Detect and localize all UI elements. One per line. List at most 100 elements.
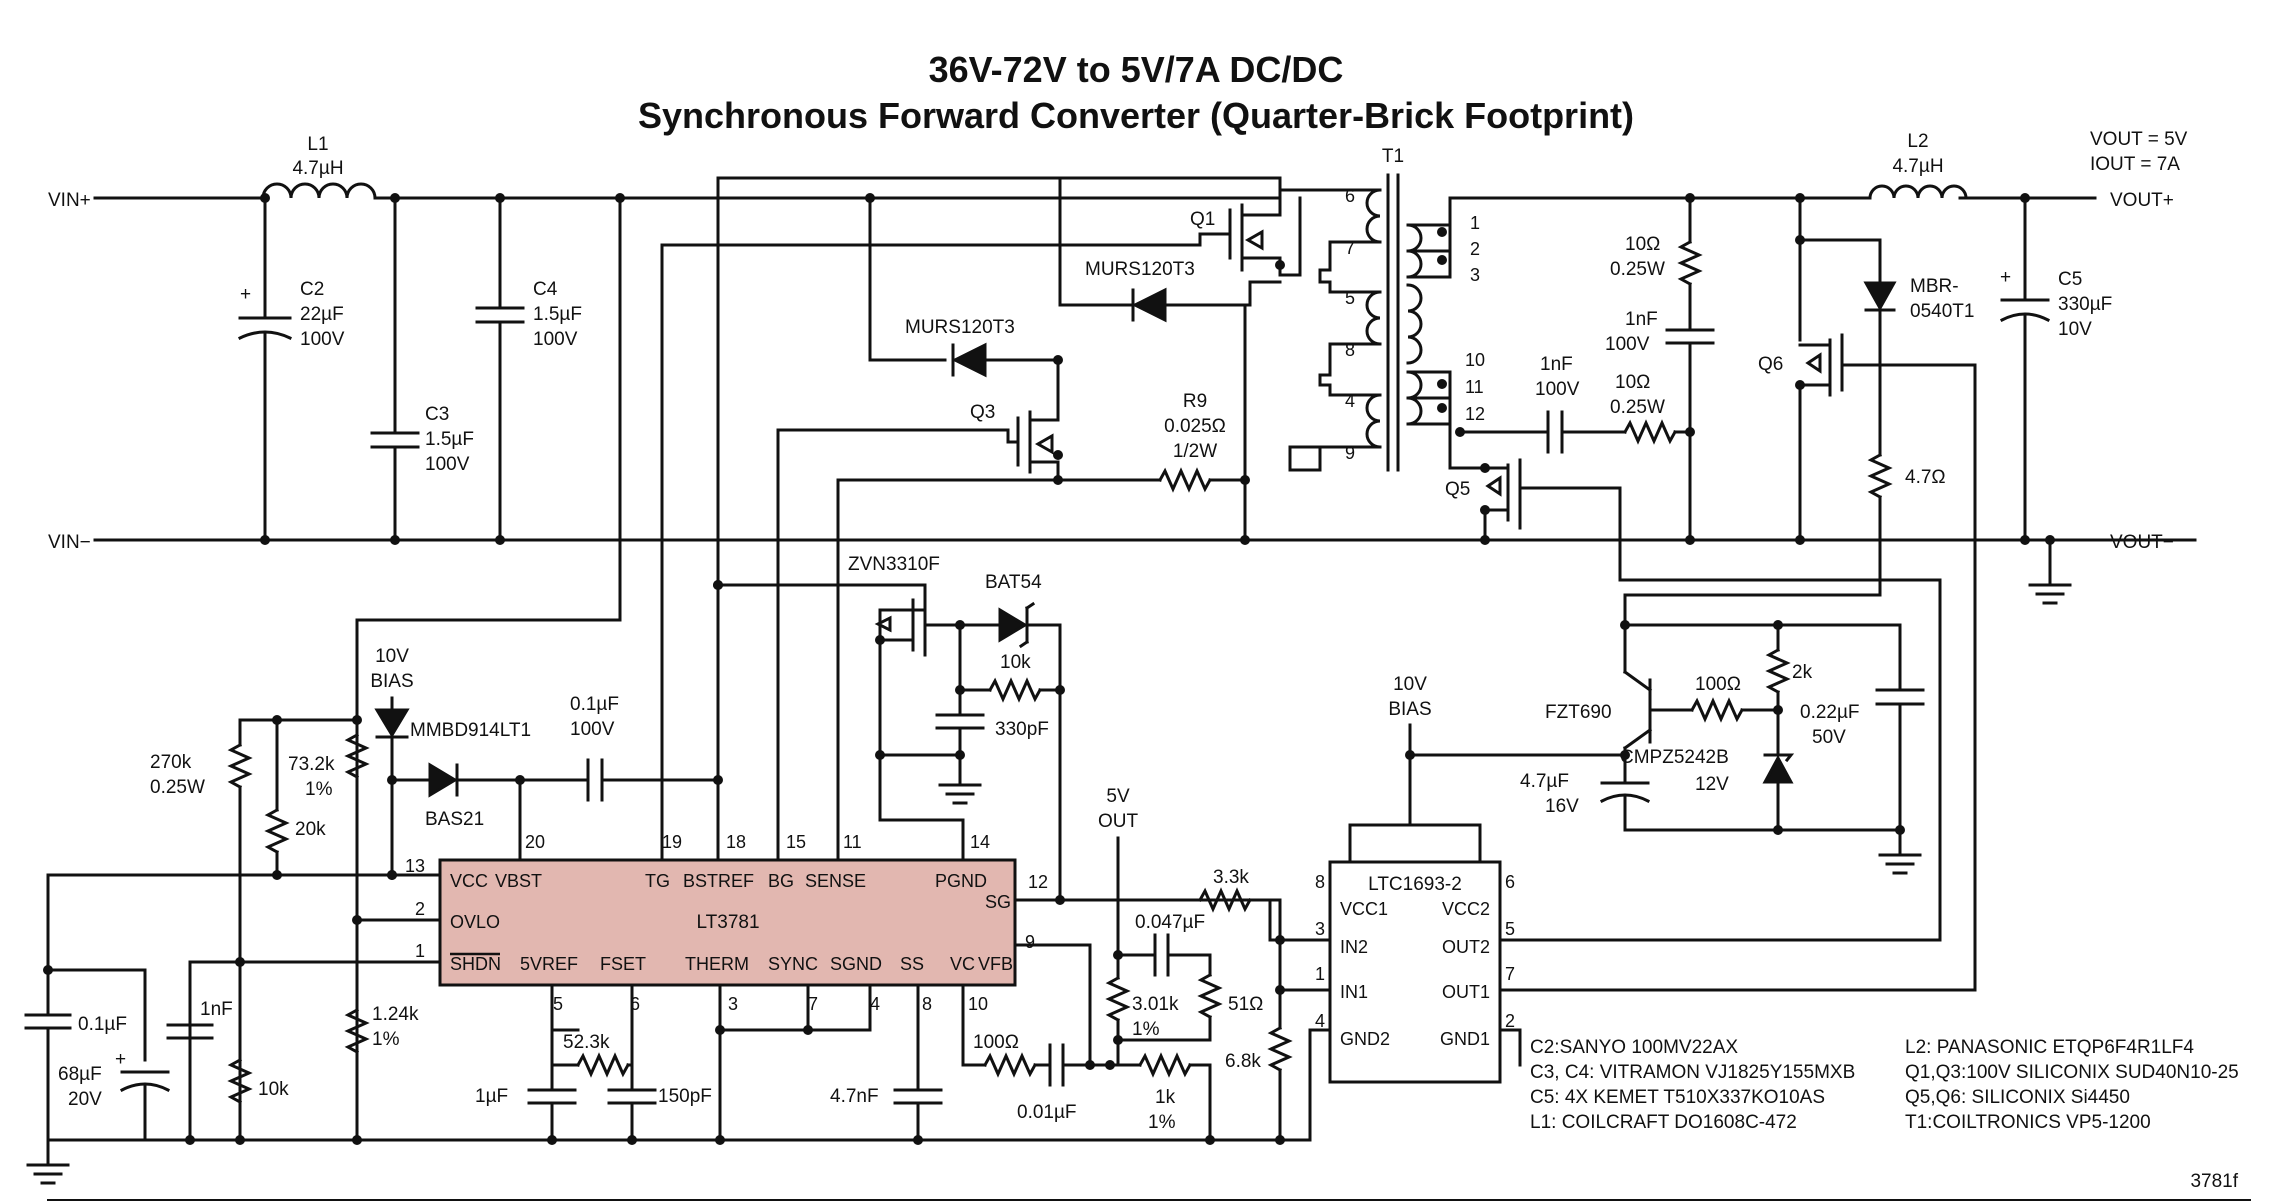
ltc-pin6: 6 xyxy=(1505,872,1515,892)
winding-5-8 xyxy=(1365,290,1382,346)
lt-vc: VC xyxy=(950,954,975,974)
lt-pin12: 12 xyxy=(1028,872,1048,892)
capacitor-4u7: 4.7µF 16V xyxy=(1520,753,1902,832)
mosfet-Q5: Q5 xyxy=(1445,422,1622,542)
snub-c-voltage: 100V xyxy=(1605,334,1650,355)
lt-bstref: BSTREF xyxy=(683,871,754,891)
fzt-label: FZT690 xyxy=(1545,702,1612,723)
l2-value: 4.7µH xyxy=(1892,156,1943,177)
capacitor-boot-0u1: 0.1µF 100V xyxy=(570,694,720,802)
lt-pin14: 14 xyxy=(970,832,990,852)
t1-ref: T1 xyxy=(1382,146,1404,167)
out5v-2: OUT xyxy=(1098,811,1139,832)
capacitor-4n7: 4.7nF xyxy=(830,983,943,1142)
diode-murs-top: MURS120T3 xyxy=(1058,259,1252,323)
mmbd-label: MMBD914LT1 xyxy=(410,720,531,741)
bas21-label: BAS21 xyxy=(425,809,484,830)
lt-vbst: VBST xyxy=(495,871,542,891)
ltc-out1: OUT1 xyxy=(1442,982,1490,1002)
inductor-L1: L1 4.7µH xyxy=(261,134,377,200)
lt-pin3: 3 xyxy=(728,994,738,1014)
mbr-ref-1: MBR- xyxy=(1910,276,1959,297)
comp-network: 100Ω 0.01µF xyxy=(961,983,1142,1123)
lt-pin8: 8 xyxy=(922,994,932,1014)
c330p-label: 330pF xyxy=(995,719,1049,740)
resistor-10k-bat: 10k xyxy=(958,623,1062,703)
r9-value: 0.025Ω xyxy=(1164,416,1226,437)
diode-bas21: BAS21 xyxy=(390,762,590,830)
lt3781-top-pins: 13 20 19 18 15 11 14 2 1 12 9 5 6 3 7 4 … xyxy=(405,832,1048,1014)
c022-value: 0.22µF xyxy=(1800,702,1860,723)
t1-pin6: 6 xyxy=(1345,186,1355,206)
gate-r-value: 10Ω xyxy=(1615,372,1650,393)
gate-r-power: 0.25W xyxy=(1610,397,1665,418)
zvn-label: ZVN3310F xyxy=(848,554,940,575)
transformer-T1: T1 6 7 5 8 4 9 1 2 3 xyxy=(1278,146,1485,472)
ltc1693-name: LTC1693-2 xyxy=(1368,874,1462,895)
ltc-in1: IN1 xyxy=(1340,982,1368,1002)
mbr-ref-2: 0540T1 xyxy=(1910,301,1974,322)
c022-voltage: 50V xyxy=(1812,727,1846,748)
capacitor-C5: + C5 330µF 10V xyxy=(1999,196,2112,542)
vout-plus-label: VOUT+ xyxy=(2110,190,2174,211)
title-line-2: Synchronous Forward Converter (Quarter-B… xyxy=(638,95,1634,136)
capacitor-C2: + C2 22µF 100V xyxy=(237,196,345,542)
t1-pin11: 11 xyxy=(1465,377,1484,397)
resistor-1k24: 1.24k 1% xyxy=(344,1004,419,1055)
vin-minus-label: VIN− xyxy=(48,532,91,553)
vin-plus-label: VIN+ xyxy=(48,190,91,211)
vout-spec: VOUT = 5V xyxy=(2090,129,2188,150)
t1-pin9: 9 xyxy=(1345,443,1355,463)
zener-cmpz5242b: CMPZ5242B 12V xyxy=(1620,747,1795,832)
c1u-value: 1µF xyxy=(475,1086,508,1107)
c2-voltage: 100V xyxy=(300,329,345,350)
c5-ref: C5 xyxy=(2058,269,2082,290)
lt-tg: TG xyxy=(645,871,670,891)
c5-plus: + xyxy=(2000,267,2011,288)
c001u-value: 0.01µF xyxy=(1017,1102,1077,1123)
ltc1693-driver: LTC1693-2 VCC1 VCC2 IN2 IN1 GND2 OUT2 OU… xyxy=(1315,860,1515,1084)
capacitor-0u22: 0.22µF 50V xyxy=(1800,688,1925,832)
snub-c-value: 1nF xyxy=(1625,309,1658,330)
note-left-1: C3, C4: VITRAMON VJ1825Y155MXB xyxy=(1530,1062,1855,1083)
lt-pgnd: PGND xyxy=(935,871,987,891)
lt-bg: BG xyxy=(768,871,794,891)
resistor-270k: 270k 0.25W xyxy=(150,718,253,1142)
capacitor-1u: 1µF xyxy=(475,1063,577,1142)
capacitor-330p: 330pF xyxy=(935,688,1049,787)
snub-r-power: 0.25W xyxy=(1610,259,1665,280)
note-left-0: C2:SANYO 100MV22AX xyxy=(1530,1037,1738,1058)
bias-left-1: 10V xyxy=(375,646,409,667)
ltc-vcc2: VCC2 xyxy=(1442,899,1490,919)
iout-spec: IOUT = 7A xyxy=(2090,154,2180,175)
mosfet-Q6: Q6 xyxy=(1758,196,1977,542)
c2-ref: C2 xyxy=(300,279,324,300)
resistor-1k-fb: 1k 1% xyxy=(1108,1052,1212,1142)
q1-ref: Q1 xyxy=(1190,209,1215,230)
q6-ref: Q6 xyxy=(1758,354,1783,375)
lt-sg: SG xyxy=(985,892,1011,912)
gate-c-value: 1nF xyxy=(1540,354,1573,375)
r301k-value: 3.01k xyxy=(1132,994,1179,1015)
c68u-voltage: 20V xyxy=(68,1089,102,1110)
lt-pin18: 18 xyxy=(726,832,746,852)
ltc-vcc1: VCC1 xyxy=(1340,899,1388,919)
inductor-L2: L2 4.7µH xyxy=(1868,131,1968,200)
murs-mid-label: MURS120T3 xyxy=(905,317,1015,338)
r301k-tol: 1% xyxy=(1132,1019,1160,1040)
fzt690-regulator: FZT690 100Ω xyxy=(1545,636,1780,757)
gate-c-voltage: 100V xyxy=(1535,379,1580,400)
component-notes-left: C2:SANYO 100MV22AX C3, C4: VITRAMON VJ18… xyxy=(1530,1037,1855,1133)
resistor-20k: 20k xyxy=(264,718,326,877)
c3-voltage: 100V xyxy=(425,454,470,475)
ltc-pin5: 5 xyxy=(1505,919,1515,939)
bias-right-1: 10V xyxy=(1393,674,1427,695)
snubber-network: 10Ω 0.25W 1nF 100V xyxy=(1605,196,1715,542)
c2-value: 22µF xyxy=(300,304,344,325)
r732k-value: 73.2k xyxy=(288,754,335,775)
winding-4-9 xyxy=(1365,393,1382,449)
l1-value: 4.7µH xyxy=(292,158,343,179)
r124k-value: 1.24k xyxy=(372,1004,419,1025)
c3-value: 1.5µF xyxy=(425,429,474,450)
